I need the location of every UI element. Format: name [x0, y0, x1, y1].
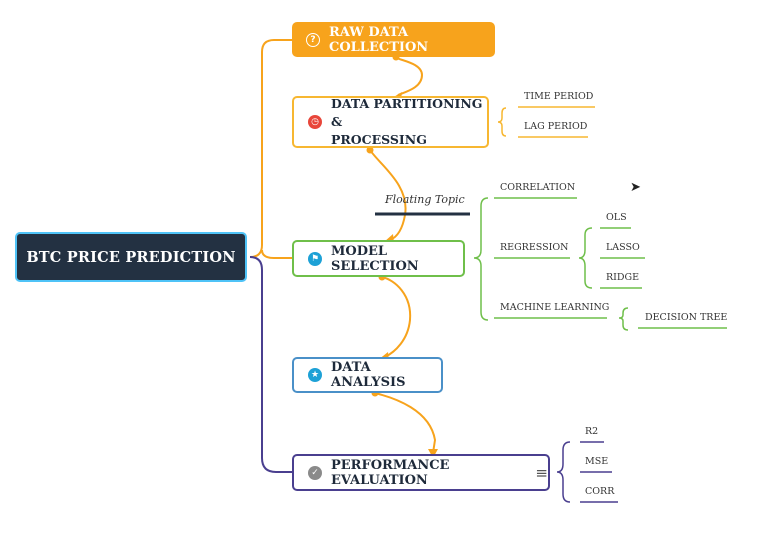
subtopic-lag-period[interactable]: LAG PERIOD [524, 121, 588, 132]
root-topic-label: BTC PRICE PREDICTION [26, 248, 236, 266]
topic-analysis-label: DATA ANALYSIS [331, 360, 406, 390]
notes-icon[interactable]: ≡ [535, 463, 548, 482]
subtopic-time-period[interactable]: TIME PERIOD [524, 91, 594, 102]
root-topic[interactable]: BTC PRICE PREDICTION [15, 232, 247, 282]
topic-partitioning-label: DATA PARTITIONING & PROCESSING [331, 95, 487, 149]
topic-performance-label: PERFORMANCE EVALUATION [331, 457, 450, 488]
performance-brace [556, 441, 571, 503]
subtopic-machine-learning[interactable]: MACHINE LEARNING [500, 302, 610, 313]
topic-partitioning-line2: PROCESSING [331, 132, 427, 147]
subtopic-correlation[interactable]: CORRELATION [500, 182, 576, 193]
topic-model-label: MODEL SELECTION [331, 243, 419, 274]
ml-brace [618, 307, 629, 331]
flow-analysis-to-performance [374, 392, 437, 454]
topic-raw-data-collection[interactable]: ? RAW DATA COLLECTION [292, 22, 495, 57]
topic-partitioning-line1: DATA PARTITIONING & [331, 96, 483, 129]
connector-root-raw [249, 39, 292, 258]
subtopic-ols[interactable]: OLS [606, 212, 627, 223]
topic-raw-label: RAW DATA COLLECTION [329, 24, 429, 55]
flow-model-to-analysis [381, 276, 412, 358]
subtopic-mse[interactable]: MSE [585, 456, 609, 467]
mouse-cursor-icon: ➤ [630, 180, 641, 195]
flow-raw-to-partitioning [395, 56, 424, 96]
question-icon: ? [306, 32, 320, 47]
topic-data-partitioning[interactable]: ◷ DATA PARTITIONING & PROCESSING [292, 96, 489, 148]
subtopic-lasso[interactable]: LASSO [606, 242, 640, 253]
subtopic-r2[interactable]: R2 [585, 426, 599, 437]
topic-performance-evaluation[interactable]: ✓ PERFORMANCE EVALUATION ≡ [292, 454, 550, 491]
connector-root-performance [249, 256, 292, 473]
subtopic-regression[interactable]: REGRESSION [500, 242, 569, 253]
topic-data-analysis[interactable]: ★ DATA ANALYSIS [292, 357, 443, 393]
topic-model-selection[interactable]: ⚑ MODEL SELECTION [292, 240, 465, 277]
floating-topic[interactable]: Floating Topic [385, 193, 465, 206]
star-icon: ★ [308, 368, 322, 382]
connector-root-model [261, 249, 292, 259]
subtopic-ridge[interactable]: RIDGE [606, 272, 640, 283]
check-icon: ✓ [308, 465, 322, 480]
subtopic-corr[interactable]: CORR [585, 486, 615, 497]
flag-icon: ⚑ [308, 251, 322, 266]
regression-brace [578, 227, 593, 289]
model-brace [473, 197, 489, 321]
subtopic-decision-tree[interactable]: DECISION TREE [645, 312, 728, 323]
partitioning-brace [497, 107, 507, 137]
timer-icon: ◷ [308, 115, 322, 129]
